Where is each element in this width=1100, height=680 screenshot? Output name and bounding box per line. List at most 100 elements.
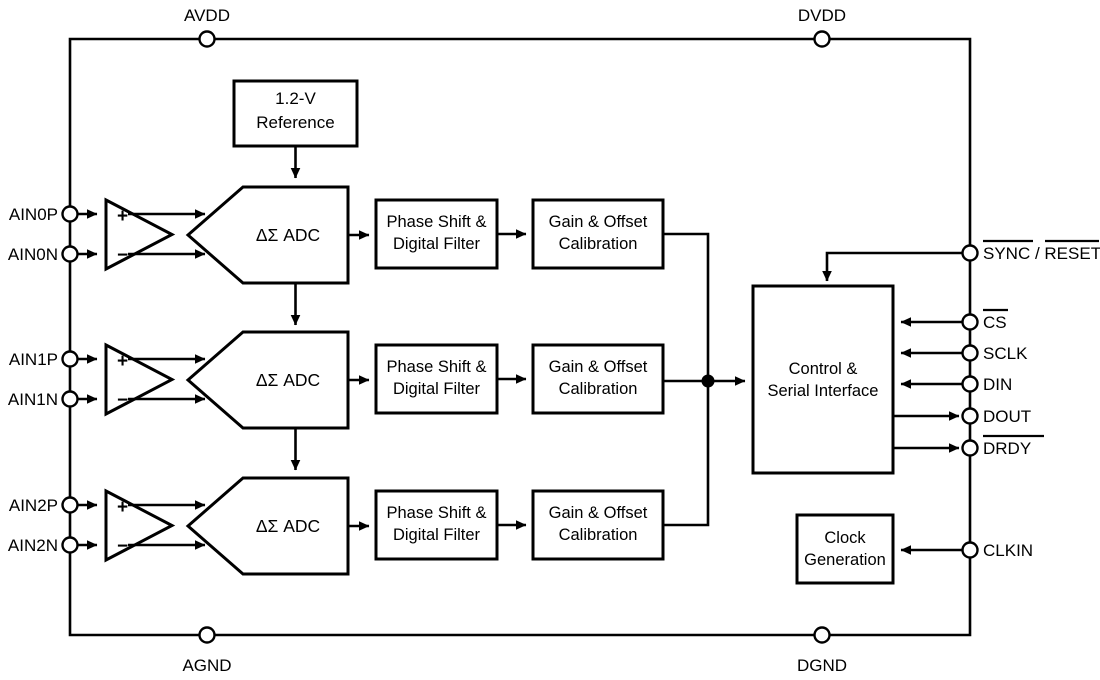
- digital-pin-label-sclk: SCLK: [983, 344, 1028, 363]
- pin-circle-drdy[interactable]: [961, 439, 979, 457]
- amplifier-1-minus: −: [117, 390, 128, 411]
- calibration-2-box: [531, 489, 665, 561]
- calibration-0-box: [531, 198, 665, 270]
- calibration-0: Gain & Offset Calibration: [531, 198, 710, 381]
- channel-0: AIN0P AIN0N + − ΔΣ ADC Phase Shift & Dig…: [8, 185, 710, 381]
- calibration-2: Gain & Offset Calibration: [531, 381, 710, 561]
- input-pin-label-ain0p: AIN0P: [9, 205, 58, 224]
- amplifier-0: + −: [104, 197, 206, 272]
- power-pin-dvdd[interactable]: DVDD: [798, 6, 846, 48]
- digital-pin-drdy[interactable]: DRDY: [893, 434, 1044, 458]
- filter-0: Phase Shift & Digital Filter: [374, 198, 527, 270]
- pin-circle-ain0n[interactable]: [61, 245, 79, 263]
- wire-cal2-to-bus: [663, 381, 710, 527]
- pin-circle-sync-reset[interactable]: [961, 244, 979, 262]
- amplifier-2: + −: [104, 488, 206, 563]
- digital-pin-din[interactable]: DIN: [900, 375, 1012, 394]
- power-pin-label-agnd: AGND: [182, 656, 231, 675]
- filter-0-line1: Phase Shift &: [387, 213, 487, 231]
- input-pin-ain0n[interactable]: AIN0N: [8, 245, 98, 264]
- control-block-line1: Control &: [789, 360, 858, 378]
- digital-pin-label-din: DIN: [983, 375, 1012, 394]
- pin-circle-dvdd[interactable]: [813, 30, 831, 48]
- pin-circle-clkin[interactable]: [961, 541, 979, 559]
- control-serial-interface-block: Control & Serial Interface: [751, 284, 895, 475]
- filter-2: Phase Shift & Digital Filter: [374, 489, 527, 561]
- reference-block-box: [232, 79, 359, 148]
- power-pin-dgnd[interactable]: DGND: [797, 626, 847, 676]
- amplifier-0-plus: +: [117, 206, 128, 227]
- calibration-0-line2: Calibration: [559, 235, 638, 253]
- pin-circle-dgnd[interactable]: [813, 626, 831, 644]
- calibration-1-line1: Gain & Offset: [549, 358, 648, 376]
- filter-1: Phase Shift & Digital Filter: [374, 343, 527, 415]
- input-pin-ain2n[interactable]: AIN2N: [8, 536, 98, 555]
- amplifier-1: + −: [104, 342, 206, 417]
- clock-block-box: [795, 513, 895, 585]
- reference-block-line1: 1.2-V: [275, 89, 316, 108]
- input-pin-label-ain2n: AIN2N: [8, 536, 58, 555]
- power-pin-label-dgnd: DGND: [797, 656, 847, 675]
- reset-text: RESET: [1044, 244, 1100, 263]
- adc-2: ΔΣ ADC: [185, 476, 370, 576]
- amplifier-1-triangle: [104, 342, 176, 417]
- pin-circle-ain1n[interactable]: [61, 390, 79, 408]
- amplifier-0-minus: −: [117, 245, 128, 266]
- filter-2-line1: Phase Shift &: [387, 504, 487, 522]
- filter-0-line2: Digital Filter: [393, 235, 481, 253]
- digital-pin-clkin[interactable]: CLKIN: [900, 541, 1033, 560]
- channel-2: AIN2P AIN2N + − ΔΣ ADC Phase Shift & Dig…: [8, 381, 710, 576]
- channel-1: AIN1P AIN1N + − ΔΣ ADC Phase Shift & Dig…: [8, 330, 746, 471]
- power-pin-avdd[interactable]: AVDD: [184, 6, 230, 48]
- pin-circle-din[interactable]: [961, 375, 979, 393]
- input-pin-label-ain1n: AIN1N: [8, 390, 58, 409]
- input-pin-ain1p[interactable]: AIN1P: [9, 350, 98, 369]
- pin-circle-dout[interactable]: [961, 407, 979, 425]
- adc-0: ΔΣ ADC: [185, 185, 370, 285]
- bus-junction-dot: [701, 374, 715, 388]
- wire-cal0-to-bus: [663, 232, 710, 381]
- adc-1: ΔΣ ADC: [185, 330, 370, 430]
- digital-pin-dout[interactable]: DOUT: [893, 407, 1031, 426]
- amplifier-2-triangle: [104, 488, 176, 563]
- filter-2-line2: Digital Filter: [393, 526, 481, 544]
- device-boundary: [68, 37, 972, 637]
- sync-text: SYNC: [983, 244, 1030, 263]
- calibration-1-line2: Calibration: [559, 380, 638, 398]
- pin-circle-avdd[interactable]: [198, 30, 216, 48]
- digital-pin-cs[interactable]: CS: [900, 308, 1008, 332]
- pin-circle-cs[interactable]: [961, 313, 979, 331]
- digital-pin-sync-reset[interactable]: SYNC / RESET: [822, 239, 1100, 282]
- reference-block: 1.2-V Reference: [232, 79, 359, 179]
- clock-generation-block: Clock Generation: [795, 513, 895, 585]
- pin-circle-ain1p[interactable]: [61, 350, 79, 368]
- wire-sync-reset-to-control: [822, 251, 963, 282]
- adc-2-label: ΔΣ ADC: [256, 516, 320, 536]
- pin-circle-ain2n[interactable]: [61, 536, 79, 554]
- power-pin-agnd[interactable]: AGND: [182, 626, 232, 676]
- power-pin-label-dvdd: DVDD: [798, 6, 846, 25]
- input-pin-label-ain1p: AIN1P: [9, 350, 58, 369]
- amplifier-0-triangle: [104, 197, 176, 272]
- filter-1-line2: Digital Filter: [393, 380, 481, 398]
- clock-block-line2: Generation: [804, 551, 886, 569]
- pin-circle-sclk[interactable]: [961, 344, 979, 362]
- calibration-2-line1: Gain & Offset: [549, 504, 648, 522]
- calibration-2-line2: Calibration: [559, 526, 638, 544]
- input-pin-ain1n[interactable]: AIN1N: [8, 390, 98, 409]
- pin-circle-agnd[interactable]: [198, 626, 216, 644]
- filter-1-box: [374, 343, 499, 415]
- input-pin-ain2p[interactable]: AIN2P: [9, 496, 98, 515]
- pin-circle-ain0p[interactable]: [61, 205, 79, 223]
- sync-reset-text: SYNC / RESET: [983, 244, 1100, 263]
- calibration-0-line1: Gain & Offset: [549, 213, 648, 231]
- input-pin-label-ain0n: AIN0N: [8, 245, 58, 264]
- input-pin-ain0p[interactable]: AIN0P: [9, 205, 98, 224]
- reference-block-line2: Reference: [256, 113, 334, 132]
- clock-block-line1: Clock: [824, 529, 866, 547]
- digital-pin-label-drdy: DRDY: [983, 439, 1031, 458]
- amplifier-1-plus: +: [117, 351, 128, 372]
- pin-circle-ain2p[interactable]: [61, 496, 79, 514]
- digital-pin-sclk[interactable]: SCLK: [900, 344, 1028, 363]
- control-block-line2: Serial Interface: [768, 382, 879, 400]
